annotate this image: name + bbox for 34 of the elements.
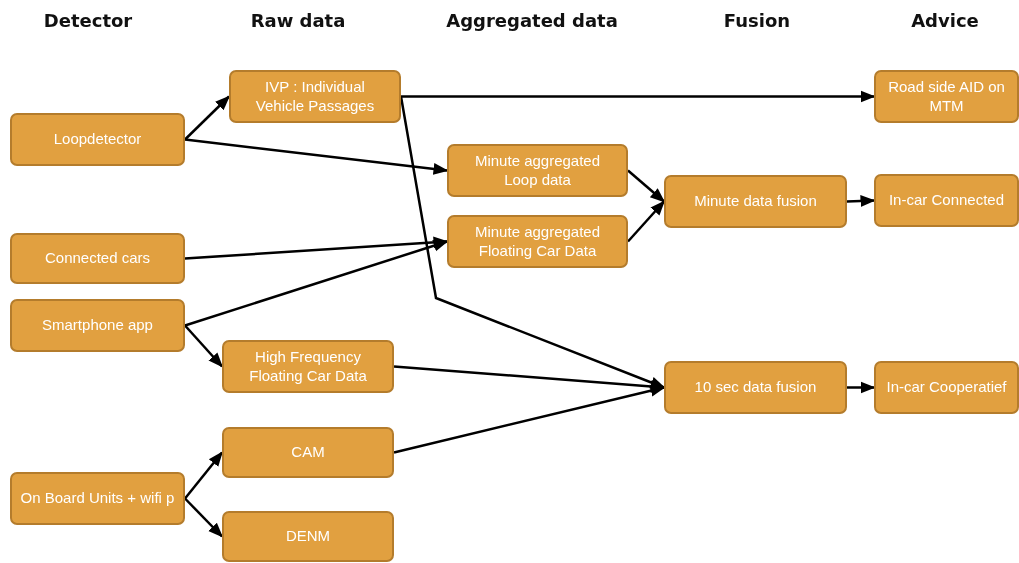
column-heading: Advice bbox=[911, 10, 979, 31]
process-box: On Board Units + wifi p bbox=[10, 472, 185, 525]
column-heading: Fusion bbox=[723, 10, 791, 31]
column-heading: Detector bbox=[43, 10, 133, 31]
process-box: Road side AID on MTM bbox=[874, 70, 1019, 123]
column-heading: Raw data bbox=[250, 10, 346, 31]
arrow bbox=[184, 497, 224, 538]
arrow bbox=[184, 324, 223, 368]
arrow bbox=[184, 236, 449, 260]
process-box: Loopdetector bbox=[10, 113, 185, 166]
arrow bbox=[627, 200, 665, 243]
arrow bbox=[184, 138, 449, 175]
process-box: High Frequency Floating Car Data bbox=[222, 340, 394, 393]
arrow bbox=[846, 195, 876, 207]
process-box: Minute aggregated Floating Car Data bbox=[447, 215, 628, 268]
arrow bbox=[399, 96, 666, 389]
process-box: In-car Connected bbox=[874, 174, 1019, 227]
process-box: 10 sec data fusion bbox=[664, 361, 847, 414]
process-box: In-car Cooperatief bbox=[874, 361, 1019, 414]
process-box: IVP : Individual Vehicle Passages bbox=[229, 70, 401, 123]
arrow bbox=[184, 95, 231, 141]
arrow bbox=[393, 384, 666, 454]
arrow bbox=[184, 239, 449, 327]
arrow bbox=[847, 381, 876, 394]
process-box: Minute data fusion bbox=[664, 175, 847, 228]
arrow bbox=[401, 90, 876, 103]
process-box: Minute aggregated Loop data bbox=[447, 144, 628, 197]
process-box: Smartphone app bbox=[10, 299, 185, 352]
column-heading: Aggregated data bbox=[446, 10, 618, 31]
arrow bbox=[184, 451, 223, 500]
arrow bbox=[627, 169, 666, 203]
process-box: Connected cars bbox=[10, 233, 185, 284]
process-box: CAM bbox=[222, 427, 394, 478]
process-box: DENM bbox=[222, 511, 394, 562]
